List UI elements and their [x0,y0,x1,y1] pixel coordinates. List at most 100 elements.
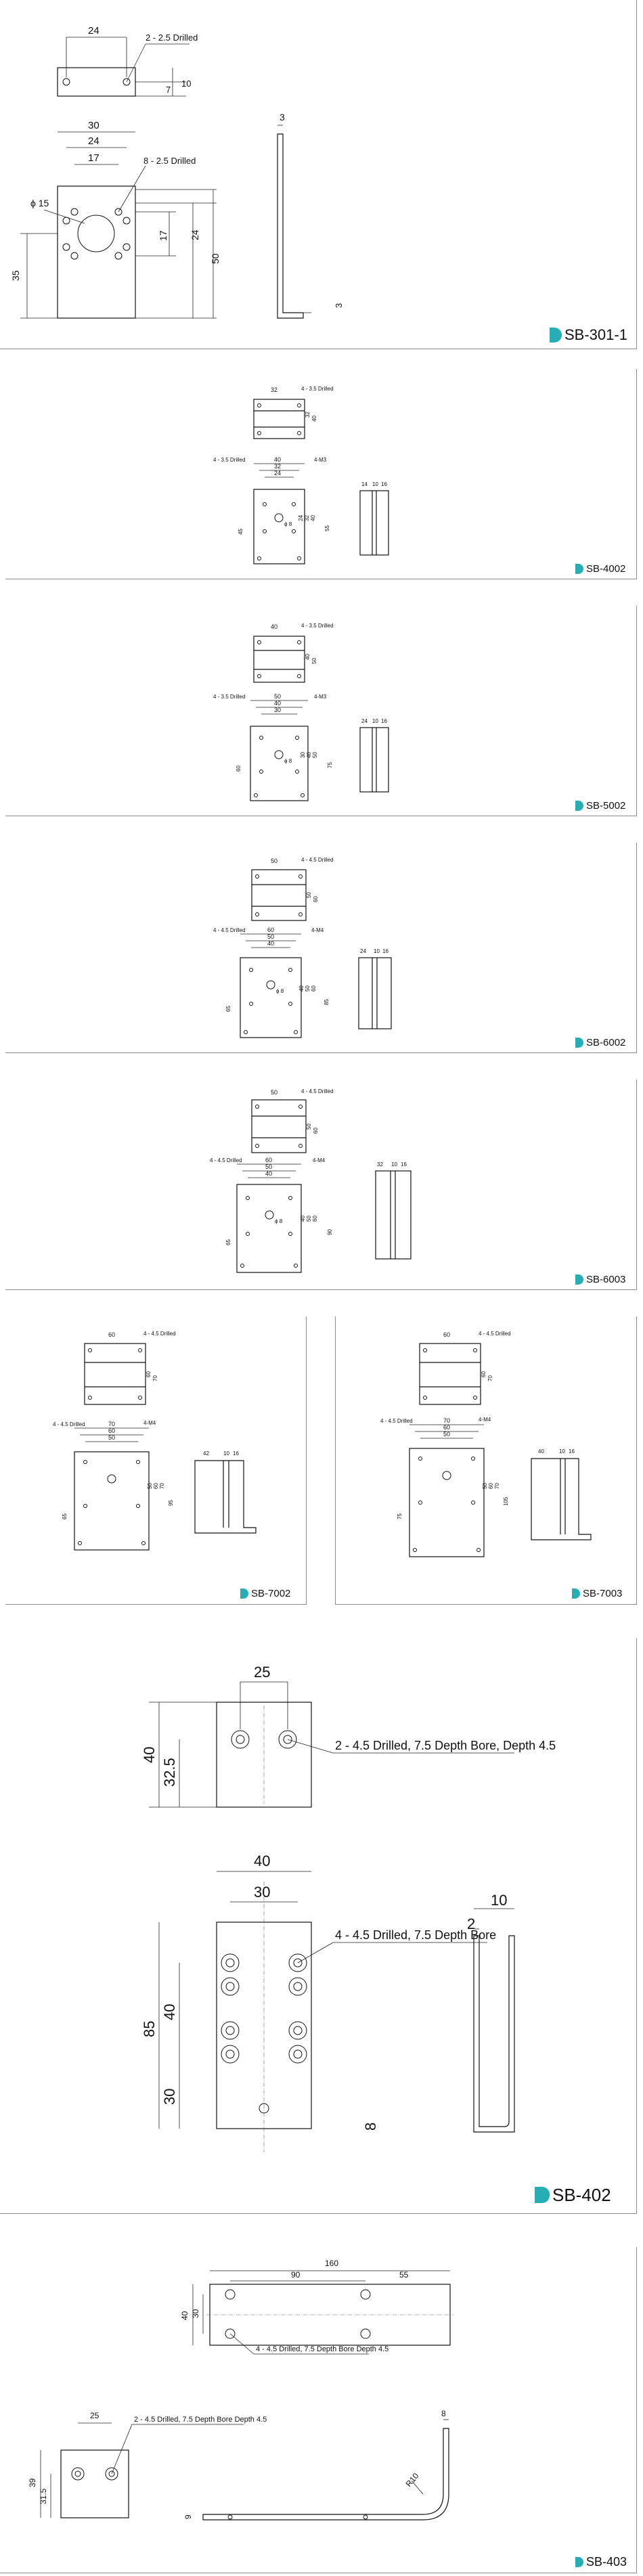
dim-label: 40 [305,654,311,660]
dim-label: 10 [374,948,380,954]
drill-note: 2 - 2.5 Drilled [146,32,198,43]
model-label: SB-7003 [583,1587,623,1599]
dim-label: 60 [481,1371,487,1377]
diameter-label: ϕ 8 [284,758,292,764]
model-badge: SB-301-1 [550,326,627,343]
dim-label: 105 [503,1496,509,1506]
dim-label: 24 [298,515,304,521]
dim-label: 40 [538,1448,544,1454]
dim-label: 50 [311,658,317,664]
dim-label: 55 [399,2270,409,2280]
dim-label: 60 [313,896,319,902]
sb-5002-drawing: 40 4 - 3.5 Drilled 40 50 50 40 30 4 - 3.… [213,623,389,801]
sb-402-drawing: 25 2 - 4.5 Drilled, 7.5 Depth Bore, Dept… [141,1664,556,2152]
section-bottom-border [5,1604,307,1605]
dim-label: 9 [183,2514,193,2519]
dim-label: 40 [310,515,316,521]
dim-label: 16 [382,948,389,954]
dim-label: 95 [168,1500,174,1506]
dim-label: 70 [159,1483,165,1489]
dim-label: 70 [152,1375,158,1381]
drill-note: 4 - 3.5 Drilled [301,386,334,392]
dim-label: 60 [443,1424,450,1431]
badge-tab-icon [575,1274,583,1285]
drill-note: 4 - 4.5 Drilled [210,1157,242,1163]
model-label: SB-5002 [586,799,626,812]
dim-label: 30 [191,2309,200,2318]
dim-label: 24 [88,25,99,37]
dim-label: 30 [161,2089,178,2105]
dim-label: 40 [161,2004,178,2020]
dim-label: 3 [280,112,285,123]
dim-label: 16 [381,718,387,724]
drill-note: 4 - 4.5 Drilled [479,1331,511,1337]
dim-label: 25 [254,1664,270,1681]
dim-label: 32.5 [161,1758,178,1787]
section-right-border [636,843,637,1053]
drill-note: 4 - 4.5 Drilled [53,1421,85,1427]
section-right-border [636,1316,637,1605]
dim-label: 75 [397,1513,403,1519]
drill-note: 4 - 4.5 Drilled, 7.5 Depth Bore Depth 4.… [256,2345,389,2353]
drill-note: 4 - 4.5 Drilled [143,1331,176,1337]
dim-label: 60 [267,927,274,933]
dim-label: 32 [274,463,281,470]
section-bottom-border [335,1604,636,1605]
dim-label: 70 [494,1483,500,1489]
dim-label: 32 [304,515,310,521]
section-sb-6002: 50 4 - 4.5 Drilled 50 60 60 50 40 4 - 4.… [0,843,643,1056]
badge-tab-icon [535,2187,550,2203]
model-badge: SB-7003 [572,1586,622,1601]
dim-label: 40 [274,700,281,707]
dim-label: 24 [274,470,281,476]
dim-label: 70 [487,1375,493,1381]
dim-label: 60 [443,1331,450,1338]
section-right-border [636,0,637,349]
dim-label: 50 [305,985,311,992]
dim-label: 90 [291,2270,301,2280]
diameter-label: ϕ 15 [30,198,49,208]
dim-label: 50 [482,1483,488,1489]
dim-label: 50 [265,1163,272,1170]
dim-label: 50 [147,1483,153,1489]
dim-label: 40 [180,2311,190,2320]
model-badge: SB-5002 [575,798,625,813]
dim-label: 10 [181,79,191,89]
dim-label: 10 [372,481,378,487]
dim-label: 35 [10,270,21,281]
sb-301-1-drawing: 24 2 - 2.5 Drilled 7 10 30 24 17 ϕ 15 8 … [10,25,344,319]
dim-label: 60 [146,1371,152,1377]
dim-label: 40 [306,752,312,758]
section-sb-6003: 50 4 - 4.5 Drilled 50 60 60 50 40 4 - 4.… [0,1080,643,1293]
badge-tab-icon [575,2556,583,2567]
dim-label: 24 [88,135,99,147]
dim-label: 16 [569,1448,575,1454]
dim-label: 39 [28,2478,37,2487]
dim-label: 40 [274,456,281,463]
dim-label: 42 [203,1450,209,1457]
model-badge: SB-403 [575,2554,627,2569]
dim-label: 50 [271,1089,278,1096]
dim-label: 10 [559,1448,565,1454]
badge-tab-icon [240,1588,248,1599]
section-sb-402: 25 2 - 4.5 Drilled, 7.5 Depth Bore, Dept… [0,1638,643,2220]
dim-label: 32 [377,1161,383,1168]
model-badge: SB-7002 [240,1586,290,1601]
section-right-border [636,606,637,816]
section-right-border [636,1638,637,2214]
dim-label: 40 [300,1216,306,1222]
section-sb-403: 160 90 55 40 30 4 - 4.5 Drilled, 7.5 Dep… [0,2247,643,2576]
dim-label: 45 [238,529,244,535]
dim-label: 60 [312,1216,318,1222]
badge-tab-icon [575,1037,583,1048]
model-badge: SB-6002 [575,1035,625,1050]
dim-label: 3 [334,303,344,308]
section-sb-7003: 60 4 - 4.5 Drilled 60 70 70 60 50 4 - 4.… [332,1316,643,1607]
dim-label: 60 [311,985,317,992]
dim-label: 50 [271,858,278,864]
dim-label: 10 [223,1450,229,1457]
dim-label: 30 [300,752,306,758]
section-bottom-border [5,1289,636,1290]
section-bottom-border [5,1052,636,1053]
dim-label: 65 [62,1513,68,1519]
